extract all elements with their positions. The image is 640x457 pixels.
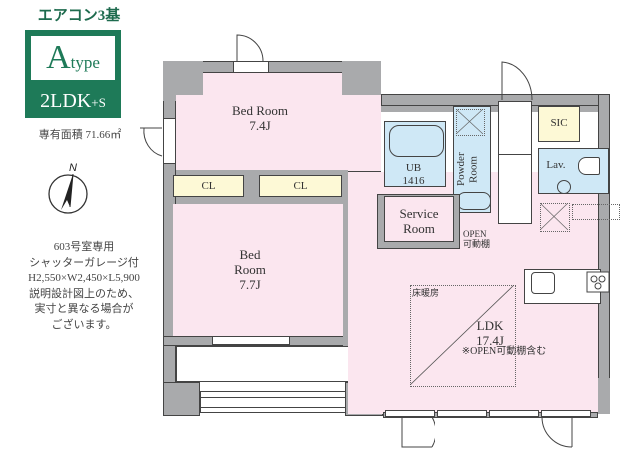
floor-area: 専有面積 71.66㎡	[38, 129, 122, 141]
floor-heating-label: 床暖房	[412, 288, 440, 298]
corner-wall-topright	[342, 61, 381, 95]
bathtub-icon	[389, 125, 444, 157]
window-bed2[interactable]	[212, 336, 290, 345]
outer-wall-right	[598, 94, 610, 414]
entrance-door-icon[interactable]	[500, 60, 535, 102]
garage-note: 603号室専用 シャッターガレージ付 H2,550×W2,450×L5,900 …	[5, 240, 163, 333]
ldk-note: ※OPEN可動棚含む	[461, 346, 547, 357]
door-swing-icon	[401, 417, 435, 448]
note-line: 603号室専用	[53, 241, 115, 253]
note-line: シャッターガレージ付	[29, 256, 139, 269]
entrance	[498, 101, 532, 156]
ldk-window-4[interactable]	[541, 410, 591, 417]
note-line: 実寸と異なる場合が	[34, 303, 134, 315]
floor-heating-area	[410, 285, 516, 387]
layout-text: 2LDK	[40, 90, 92, 112]
floor-heating-diagonal	[410, 285, 514, 385]
door-swing-icon	[236, 34, 264, 62]
fridge-space	[540, 203, 570, 232]
layout-label: 2LDK+S	[25, 86, 121, 118]
stove-icon	[586, 271, 610, 293]
compass-icon: N	[45, 160, 91, 218]
note-line: 説明設計図上のため、	[29, 287, 139, 300]
toilet-icon	[578, 157, 600, 175]
washbasin-icon	[457, 192, 491, 210]
service-room-name2: Room	[403, 220, 435, 236]
sink-icon	[531, 272, 555, 294]
type-suffix: type	[70, 53, 100, 72]
balcony-pillar-left	[163, 382, 200, 416]
ub-name: UB	[405, 162, 422, 174]
powder-room-name2: Room	[467, 156, 480, 183]
bed-room-1-name: Bed Room	[232, 103, 288, 118]
service-room-name1: Service	[399, 206, 439, 221]
powder-room-name1: Powder	[455, 152, 467, 187]
ldk-size: 17.4J	[476, 332, 504, 348]
hand-basin-icon	[557, 180, 571, 194]
layout-suffix: +S	[91, 95, 106, 110]
type-badge: Atype 2LDK+S	[25, 30, 121, 118]
note-line: H2,550×W2,450×L5,900	[28, 272, 140, 284]
shoe-in-closet[interactable]	[538, 106, 580, 142]
door-swing-icon	[140, 127, 163, 157]
aircon-count: エアコン3基	[37, 8, 121, 24]
ub-size: 1416	[402, 174, 425, 187]
note-line: ございます。	[51, 318, 117, 331]
wall-bed2-right	[343, 170, 348, 346]
door-bed1-top[interactable]	[233, 61, 269, 73]
hall-floor	[498, 154, 532, 224]
closet-1-label: CL	[201, 180, 216, 192]
door-swing-icon	[541, 417, 573, 448]
bed-room-2-name2: Room	[234, 261, 266, 277]
service-room	[384, 196, 454, 242]
ldk-window-3[interactable]	[489, 410, 539, 417]
ldk-name: LDK	[476, 318, 504, 333]
closet-2[interactable]	[259, 175, 342, 197]
open-shelf-line1: OPEN	[463, 229, 487, 239]
ldk-window-1[interactable]	[385, 410, 435, 417]
lav-label: Lav.	[546, 159, 566, 171]
type-label: Atype	[31, 36, 115, 80]
closet-1[interactable]	[173, 175, 244, 197]
window-bed1-left[interactable]	[163, 118, 176, 164]
bed-room-1	[203, 73, 342, 95]
bed-room-2	[173, 204, 343, 336]
washer-space	[456, 109, 485, 136]
bed-room-1-size: 7.4J	[249, 117, 271, 133]
corner-wall-topleft	[163, 61, 203, 101]
washer-cross	[456, 109, 483, 134]
outer-wall-top-right	[381, 94, 609, 106]
ldk-window-2[interactable]	[437, 410, 487, 417]
bed-room-2-size: 7.7J	[239, 276, 261, 292]
kitchen-shelf	[572, 204, 620, 220]
closet-2-label: CL	[293, 180, 308, 192]
bed-room-2-name1: Bed	[239, 247, 261, 262]
open-shelf-line2: 可動棚	[463, 239, 491, 250]
svg-text:N: N	[69, 162, 77, 174]
fridge-space-cross	[540, 203, 568, 230]
balcony-rail-mid	[200, 397, 346, 408]
type-letter: A	[46, 39, 71, 76]
sic-label: SIC	[550, 117, 568, 129]
